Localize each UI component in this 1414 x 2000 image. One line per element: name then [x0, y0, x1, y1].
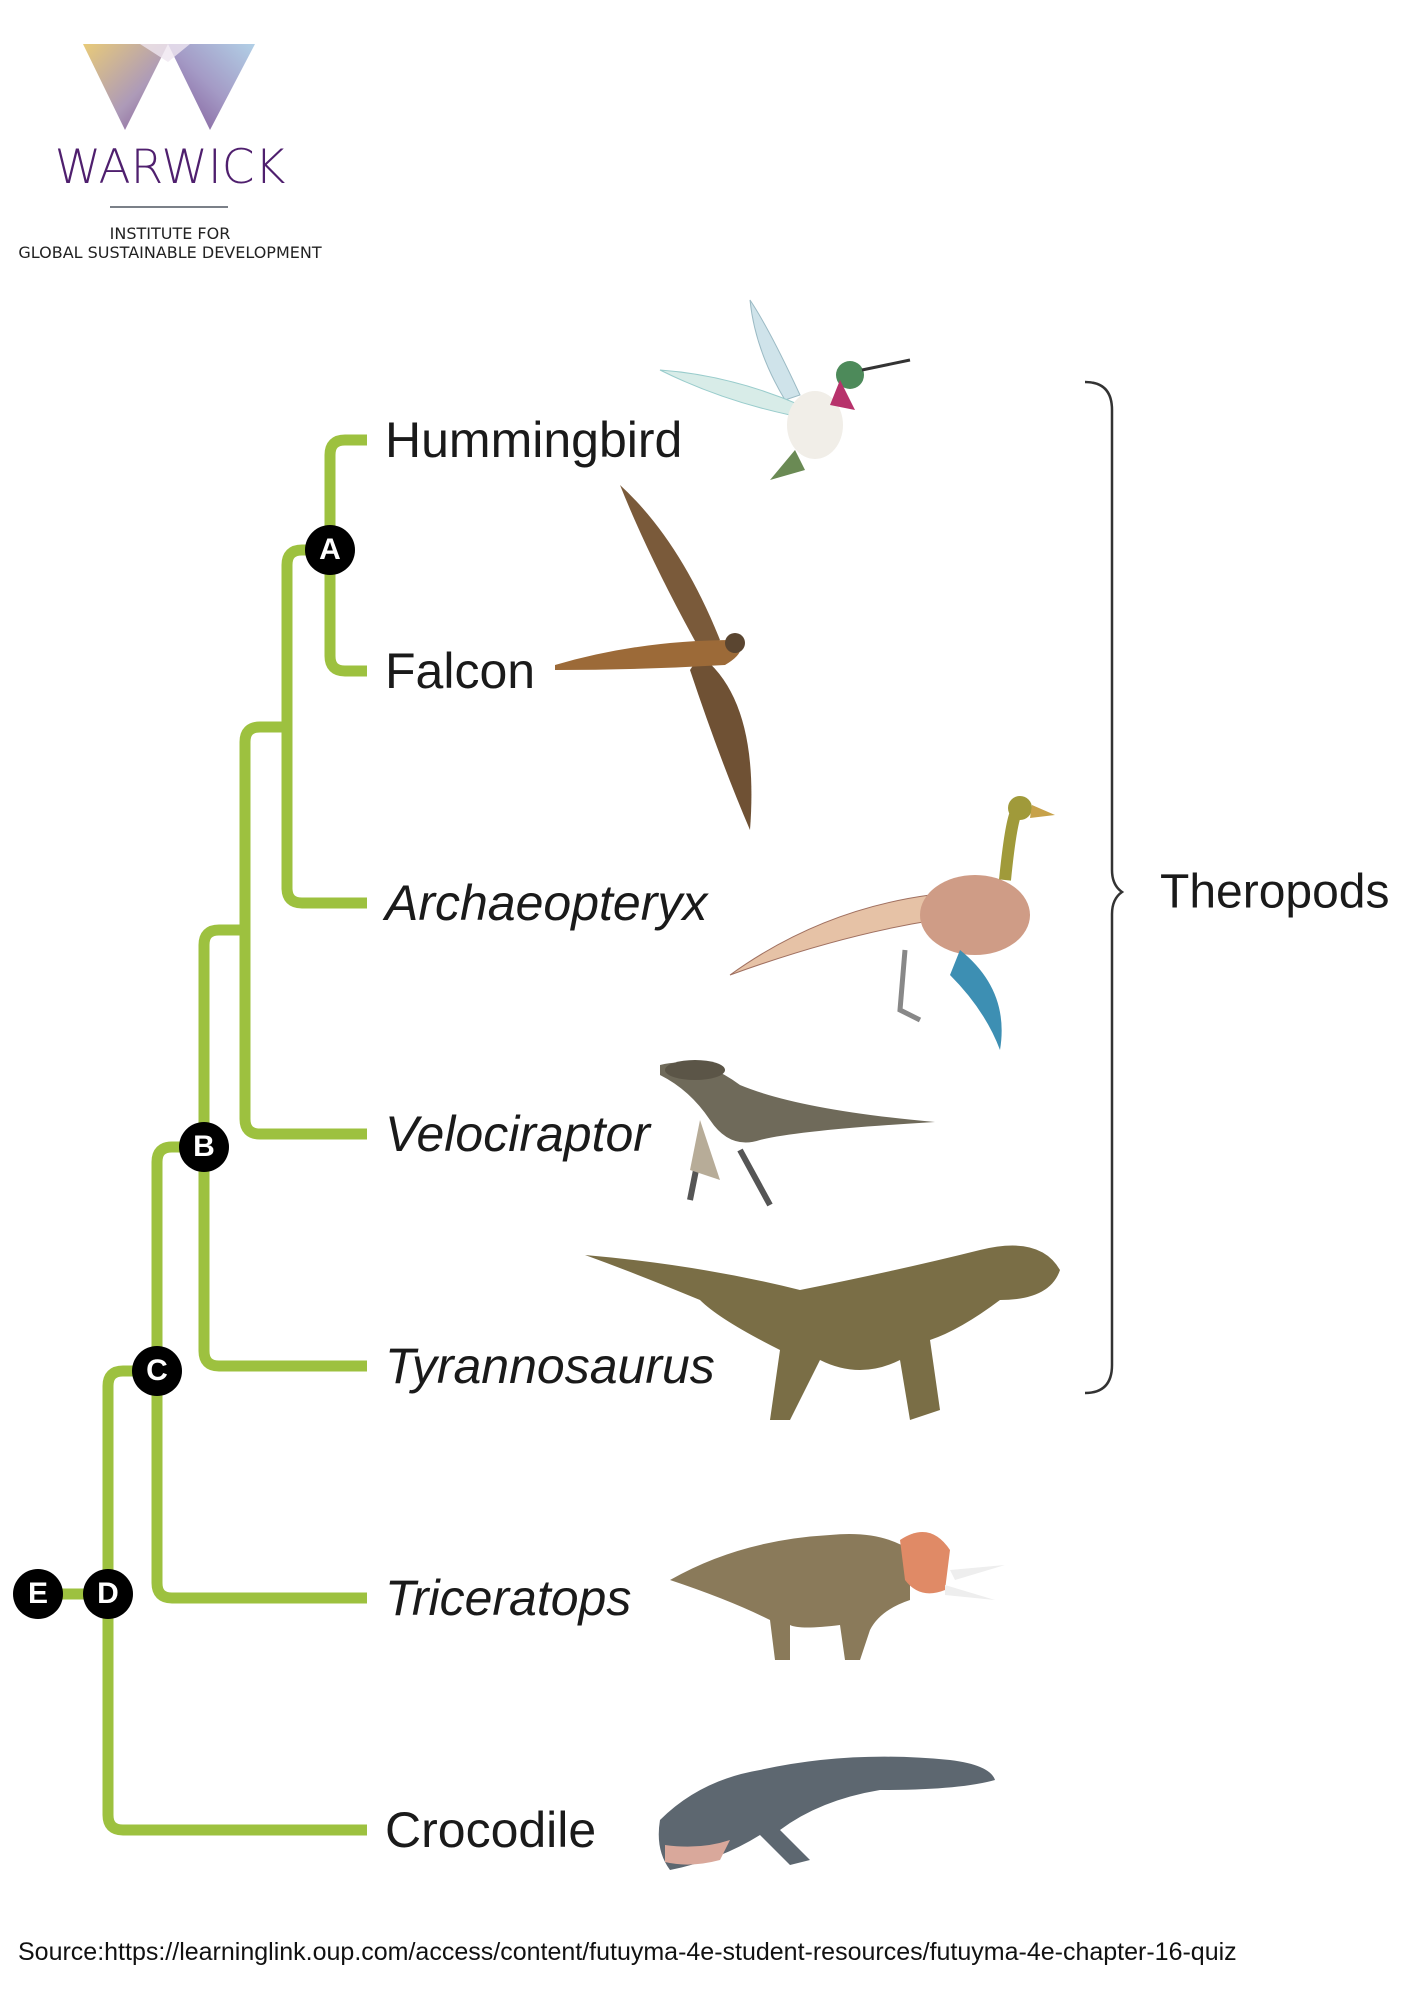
logo-subtitle-line1: INSTITUTE FOR [109, 224, 231, 243]
taxon-label-archaeopteryx: Archaeopteryx [385, 875, 708, 931]
archaeopteryx-illustration [729, 796, 1055, 1050]
logo-subtitle-line2: GLOBAL SUSTAINABLE DEVELOPMENT [18, 243, 322, 262]
source-citation: Source:https://learninglink.oup.com/acce… [18, 1938, 1237, 1966]
taxon-label-falcon: Falcon [385, 643, 536, 699]
crocodile-illustration [658, 1756, 995, 1870]
branch-triceratops [151, 1141, 367, 1604]
theropods-bracket [1084, 380, 1125, 1395]
falcon-illustration [555, 485, 752, 830]
taxon-label-triceratops: Triceratops [385, 1570, 632, 1626]
taxon-label-tyrannosaurus: Tyrannosaurus [385, 1338, 715, 1394]
node-a: A [305, 525, 355, 575]
logo-divider [110, 206, 228, 208]
triceratops-illustration [670, 1532, 1005, 1660]
theropods-label: Theropods [1160, 865, 1390, 919]
hummingbird-illustration [659, 299, 911, 480]
node-d: D [83, 1569, 133, 1619]
taxon-label-crocodile: Crocodile [385, 1802, 597, 1858]
warwick-w-mark-icon [83, 44, 255, 130]
logo-wordmark: WARWICK [54, 140, 286, 195]
taxon-label-velociraptor: Velociraptor [385, 1106, 650, 1162]
taxon-label-hummingbird: Hummingbird [385, 412, 683, 468]
branch-velociraptor [239, 721, 367, 1140]
node-b: B [179, 1122, 229, 1172]
node-e: E [13, 1569, 63, 1619]
tyrannosaurus-illustration [585, 1245, 1060, 1420]
node-c: C [132, 1346, 182, 1396]
velociraptor-illustration [660, 1060, 935, 1207]
